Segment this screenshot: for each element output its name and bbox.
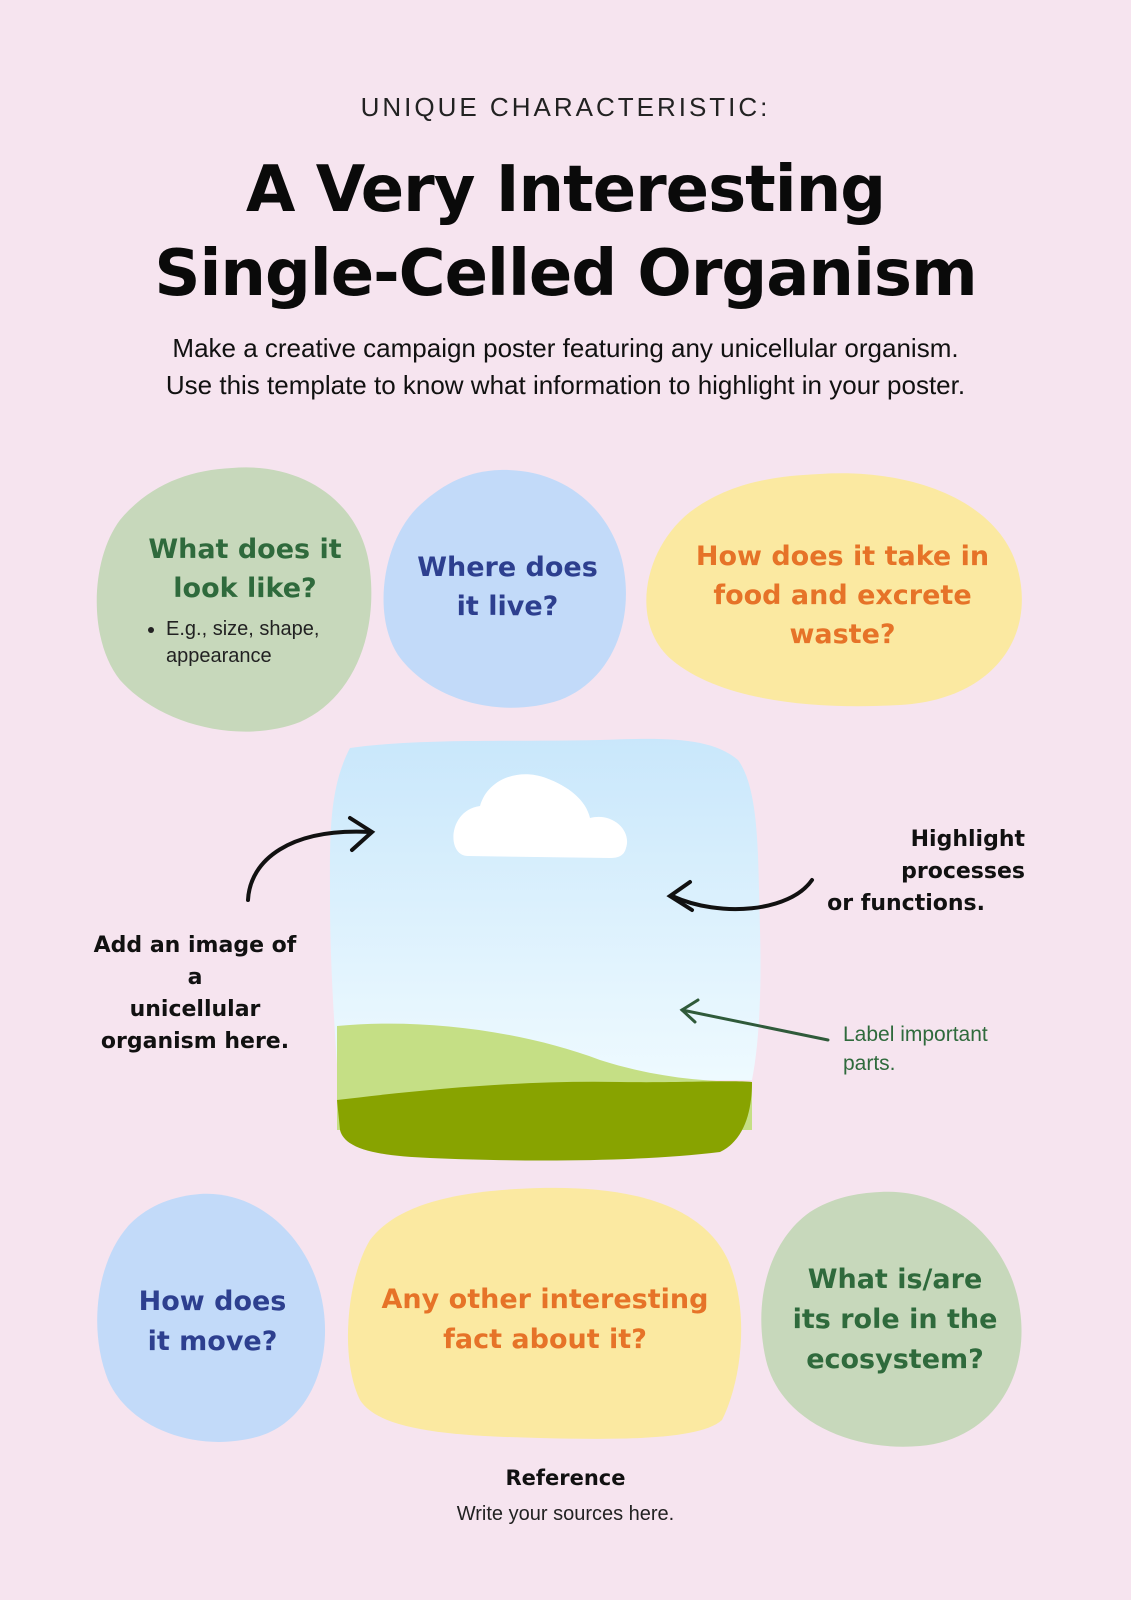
prompt-other-fact: Any other interesting fact about it?	[375, 1280, 715, 1360]
prompt-food-waste: How does it take in food and excrete was…	[680, 537, 1005, 654]
note-line: Add an image of a	[93, 933, 297, 990]
title-line: A Very Interesting	[245, 153, 886, 227]
bullet-item: E.g., size, shape, appearance	[166, 616, 366, 670]
prompt-line: its role in the	[792, 1304, 998, 1335]
prompt-line: waste?	[789, 619, 896, 650]
prompt-line: food and excrete	[713, 580, 972, 611]
prompt-line: fact about it?	[443, 1324, 647, 1355]
prompt-look-like: What does it look like?	[140, 530, 350, 608]
prompt-line: look like?	[173, 573, 317, 604]
note-line: organism here.	[100, 1029, 290, 1054]
intro-line: Make a creative campaign poster featurin…	[172, 333, 959, 363]
prompt-line: Where does	[417, 552, 598, 583]
cloud	[453, 774, 628, 858]
prompt-where-live: Where does it live?	[410, 548, 605, 626]
intro-text: Make a creative campaign poster featurin…	[60, 330, 1071, 404]
title-line: Single-Celled Organism	[154, 237, 977, 311]
arrow-add-image	[246, 816, 376, 902]
bullet-line: E.g., size, shape,	[166, 618, 320, 640]
bullet-line: appearance	[166, 645, 272, 667]
blob-other-fact	[347, 1187, 742, 1439]
blob-food-waste	[646, 473, 1022, 707]
prompt-line: How does	[138, 1286, 287, 1317]
arrow-highlight	[666, 878, 814, 912]
intro-line: Use this template to know what informati…	[165, 370, 966, 400]
prompt-line: ecosystem?	[806, 1344, 984, 1375]
arrow-label	[679, 998, 830, 1042]
note-highlight: Highlight processes or functions.	[790, 824, 1025, 920]
note-add-image: Add an image of a unicellular organism h…	[90, 930, 300, 1058]
blob-look-like	[96, 467, 372, 732]
blob-where-live	[383, 469, 626, 708]
prompt-line: What does it	[148, 534, 342, 565]
header-kicker: UNIQUE CHARACTERISTIC:	[360, 92, 771, 122]
look-like-bullets: E.g., size, shape, appearance	[148, 616, 366, 670]
reference-title: Reference	[505, 1466, 626, 1490]
hill-dark	[337, 1081, 752, 1161]
page-title: A Very Interesting Single-Celled Organis…	[60, 148, 1071, 316]
note-line: unicellular	[129, 997, 261, 1022]
prompt-line: it live?	[456, 591, 559, 622]
note-line: or functions.	[827, 891, 985, 916]
prompt-line: Any other interesting	[381, 1284, 709, 1315]
note-line: Highlight processes	[901, 827, 1025, 884]
prompt-line: What is/are	[807, 1264, 983, 1295]
prompt-line: How does it take in	[695, 541, 990, 572]
blob-move	[97, 1193, 326, 1442]
image-placeholder	[329, 738, 761, 1080]
blob-ecosystem	[761, 1191, 1022, 1447]
note-label-parts: Label important parts.	[843, 1020, 1043, 1078]
reference-text: Write your sources here.	[456, 1503, 675, 1525]
note-line: parts.	[843, 1052, 896, 1075]
prompt-move: How does it move?	[120, 1282, 305, 1362]
note-line: Label important	[843, 1023, 988, 1046]
prompt-ecosystem: What is/are its role in the ecosystem?	[785, 1260, 1005, 1380]
prompt-line: it move?	[147, 1326, 278, 1357]
